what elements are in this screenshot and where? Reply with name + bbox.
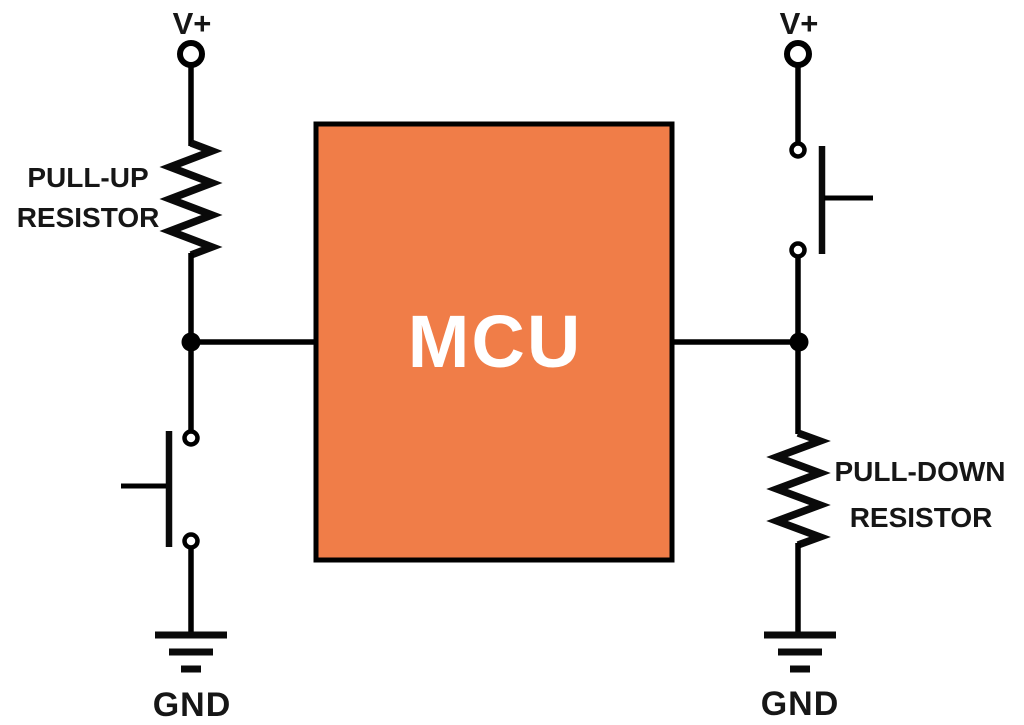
pulldown-resistor-icon bbox=[766, 429, 831, 549]
supply-label-left: V+ bbox=[173, 6, 212, 41]
ground-label-right: GND bbox=[761, 685, 840, 723]
ground-symbol-left-icon bbox=[155, 631, 227, 673]
vplus-terminal-left-icon bbox=[177, 40, 205, 68]
switch-contact-bottom-left bbox=[182, 532, 200, 550]
ground-symbol-right-icon bbox=[764, 631, 836, 673]
ground-label-left: GND bbox=[153, 686, 232, 724]
pushbutton-left-icon bbox=[121, 429, 200, 550]
switch-contact-bottom-right bbox=[789, 241, 807, 259]
left-branch: V+ PULL-UP RESISTOR bbox=[17, 6, 318, 724]
pulldown-resistor-label-line2: RESISTOR bbox=[850, 502, 993, 533]
right-branch: V+ PULL-DOWN RESISTOR bbox=[672, 6, 1006, 723]
mcu-body bbox=[313, 121, 675, 563]
pullup-resistor-label-line2: RESISTOR bbox=[17, 202, 160, 233]
switch-contact-top-right bbox=[789, 141, 807, 159]
supply-label-right: V+ bbox=[780, 6, 819, 41]
mcu-label: MCU bbox=[408, 300, 583, 383]
pushbutton-right-icon bbox=[789, 141, 873, 259]
pullup-resistor-label-line1: PULL-UP bbox=[27, 162, 148, 193]
pulldown-resistor-label-line1: PULL-DOWN bbox=[834, 456, 1005, 487]
vplus-terminal-right-icon bbox=[784, 40, 812, 68]
mcu-block: MCU bbox=[313, 121, 675, 563]
pullup-resistor-icon bbox=[159, 139, 223, 259]
switch-contact-top-left bbox=[182, 429, 200, 447]
